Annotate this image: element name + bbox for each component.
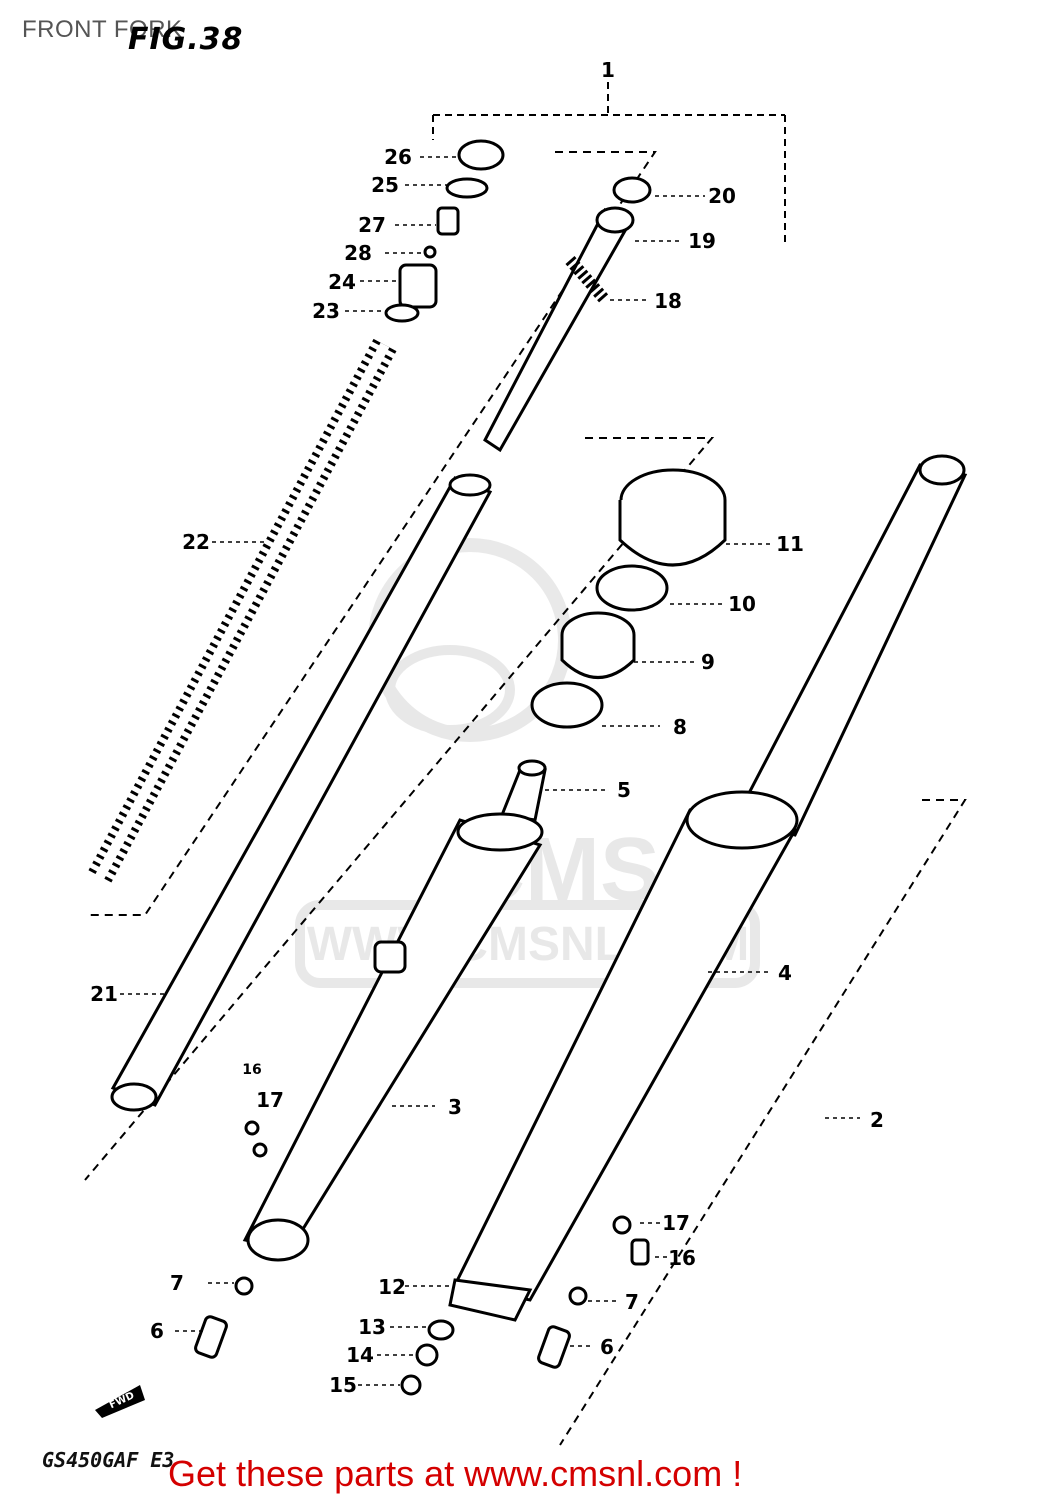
callout-9: 9: [701, 650, 715, 674]
footer-promo-link[interactable]: Get these parts at www.cmsnl.com !: [168, 1453, 743, 1494]
callout-2: 2: [870, 1108, 884, 1132]
callout-4: 4: [778, 961, 792, 985]
damper-seat: [499, 759, 547, 822]
fork-spring: [86, 338, 397, 887]
callout-24: 24: [328, 270, 356, 294]
callout-6-right: 6: [600, 1335, 614, 1359]
callout-16-left: 16: [242, 1062, 262, 1078]
damper-rod: [483, 176, 652, 453]
callout-13: 13: [358, 1315, 386, 1339]
callout-15: 15: [329, 1373, 357, 1397]
callout-23: 23: [312, 299, 340, 323]
callout-11: 11: [776, 532, 804, 556]
group-boundaries: [84, 151, 967, 1446]
model-code: GS450GAF E3: [42, 1448, 175, 1472]
callout-3: 3: [448, 1095, 462, 1119]
callout-14: 14: [346, 1343, 374, 1367]
callout-18: 18: [654, 289, 682, 313]
callout-7-left: 7: [170, 1271, 184, 1295]
callout-8: 8: [673, 715, 687, 739]
leader-lines: [120, 156, 860, 1386]
callout-17-right: 17: [662, 1211, 690, 1235]
figure-label: FIG.38: [128, 22, 244, 57]
callout-7-right: 7: [625, 1290, 639, 1314]
callout-26: 26: [384, 145, 412, 169]
left-outer-tube: [242, 812, 544, 1262]
callout-19: 19: [688, 229, 716, 253]
callout-22: 22: [182, 530, 210, 554]
callout-27: 27: [358, 213, 386, 237]
callout-10: 10: [728, 592, 756, 616]
inner-tube: [110, 473, 493, 1112]
callout-5: 5: [617, 778, 631, 802]
section-title: FRONT FORK: [22, 16, 183, 43]
callout-1: 1: [601, 58, 615, 82]
hardware: [194, 1120, 650, 1396]
cap-bolt-stack: [384, 139, 505, 323]
callout-28: 28: [344, 241, 372, 265]
callout-17-left: 17: [256, 1088, 284, 1112]
callout-25: 25: [371, 173, 399, 197]
assembly-1-bracket: [432, 82, 786, 245]
callout-6-left: 6: [150, 1319, 164, 1343]
right-fork-assembly: [448, 454, 968, 1322]
fwd-arrow-icon: FWD: [95, 1385, 145, 1418]
seal-parts: [530, 468, 727, 729]
callout-16-right: 16: [668, 1246, 696, 1270]
callout-21: 21: [90, 982, 118, 1006]
callout-12: 12: [378, 1275, 406, 1299]
callout-20: 20: [708, 184, 736, 208]
